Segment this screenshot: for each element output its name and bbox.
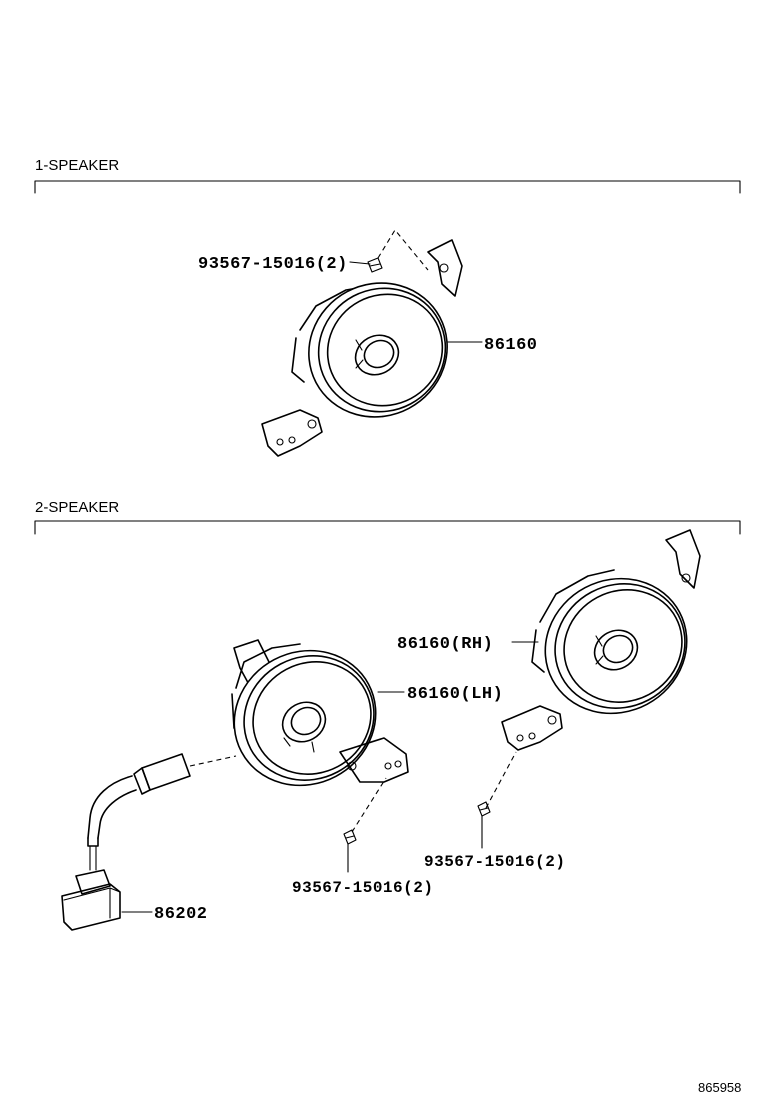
- screw-icon: [343, 829, 357, 845]
- screw-icon: [367, 257, 383, 273]
- speaker-86160-icon: [261, 239, 463, 457]
- assembly-dash-line: [485, 751, 517, 809]
- callout-s2-screw-rh: 93567-15016(2): [424, 853, 565, 871]
- callout-s2-screw-lh: 93567-15016(2): [292, 879, 433, 897]
- assembly-dash-line: [377, 229, 429, 271]
- speaker-86160-rh-icon: [501, 529, 701, 751]
- screw-icon: [477, 801, 491, 817]
- diagram-id: 865958: [698, 1080, 741, 1095]
- assembly-dash-line: [351, 777, 387, 833]
- section-bracket-1: [34, 180, 741, 194]
- callout-s2-connector: 86202: [154, 905, 208, 924]
- wire-harness-icon: [61, 753, 191, 931]
- leader-line: [349, 261, 371, 265]
- assembly-dash-line: [189, 755, 237, 767]
- callout-s2-speaker-rh: 86160(RH): [397, 635, 493, 654]
- section-title-1-speaker: 1-SPEAKER: [35, 157, 119, 174]
- callout-s2-speaker-lh: 86160(LH): [407, 685, 503, 704]
- section-bracket-2: [34, 520, 741, 535]
- callout-s1-screw: 93567-15016(2): [198, 255, 348, 274]
- speaker-86160-lh-icon: [231, 639, 409, 787]
- section-title-2-speaker: 2-SPEAKER: [35, 499, 119, 516]
- callout-s1-speaker: 86160: [484, 336, 538, 355]
